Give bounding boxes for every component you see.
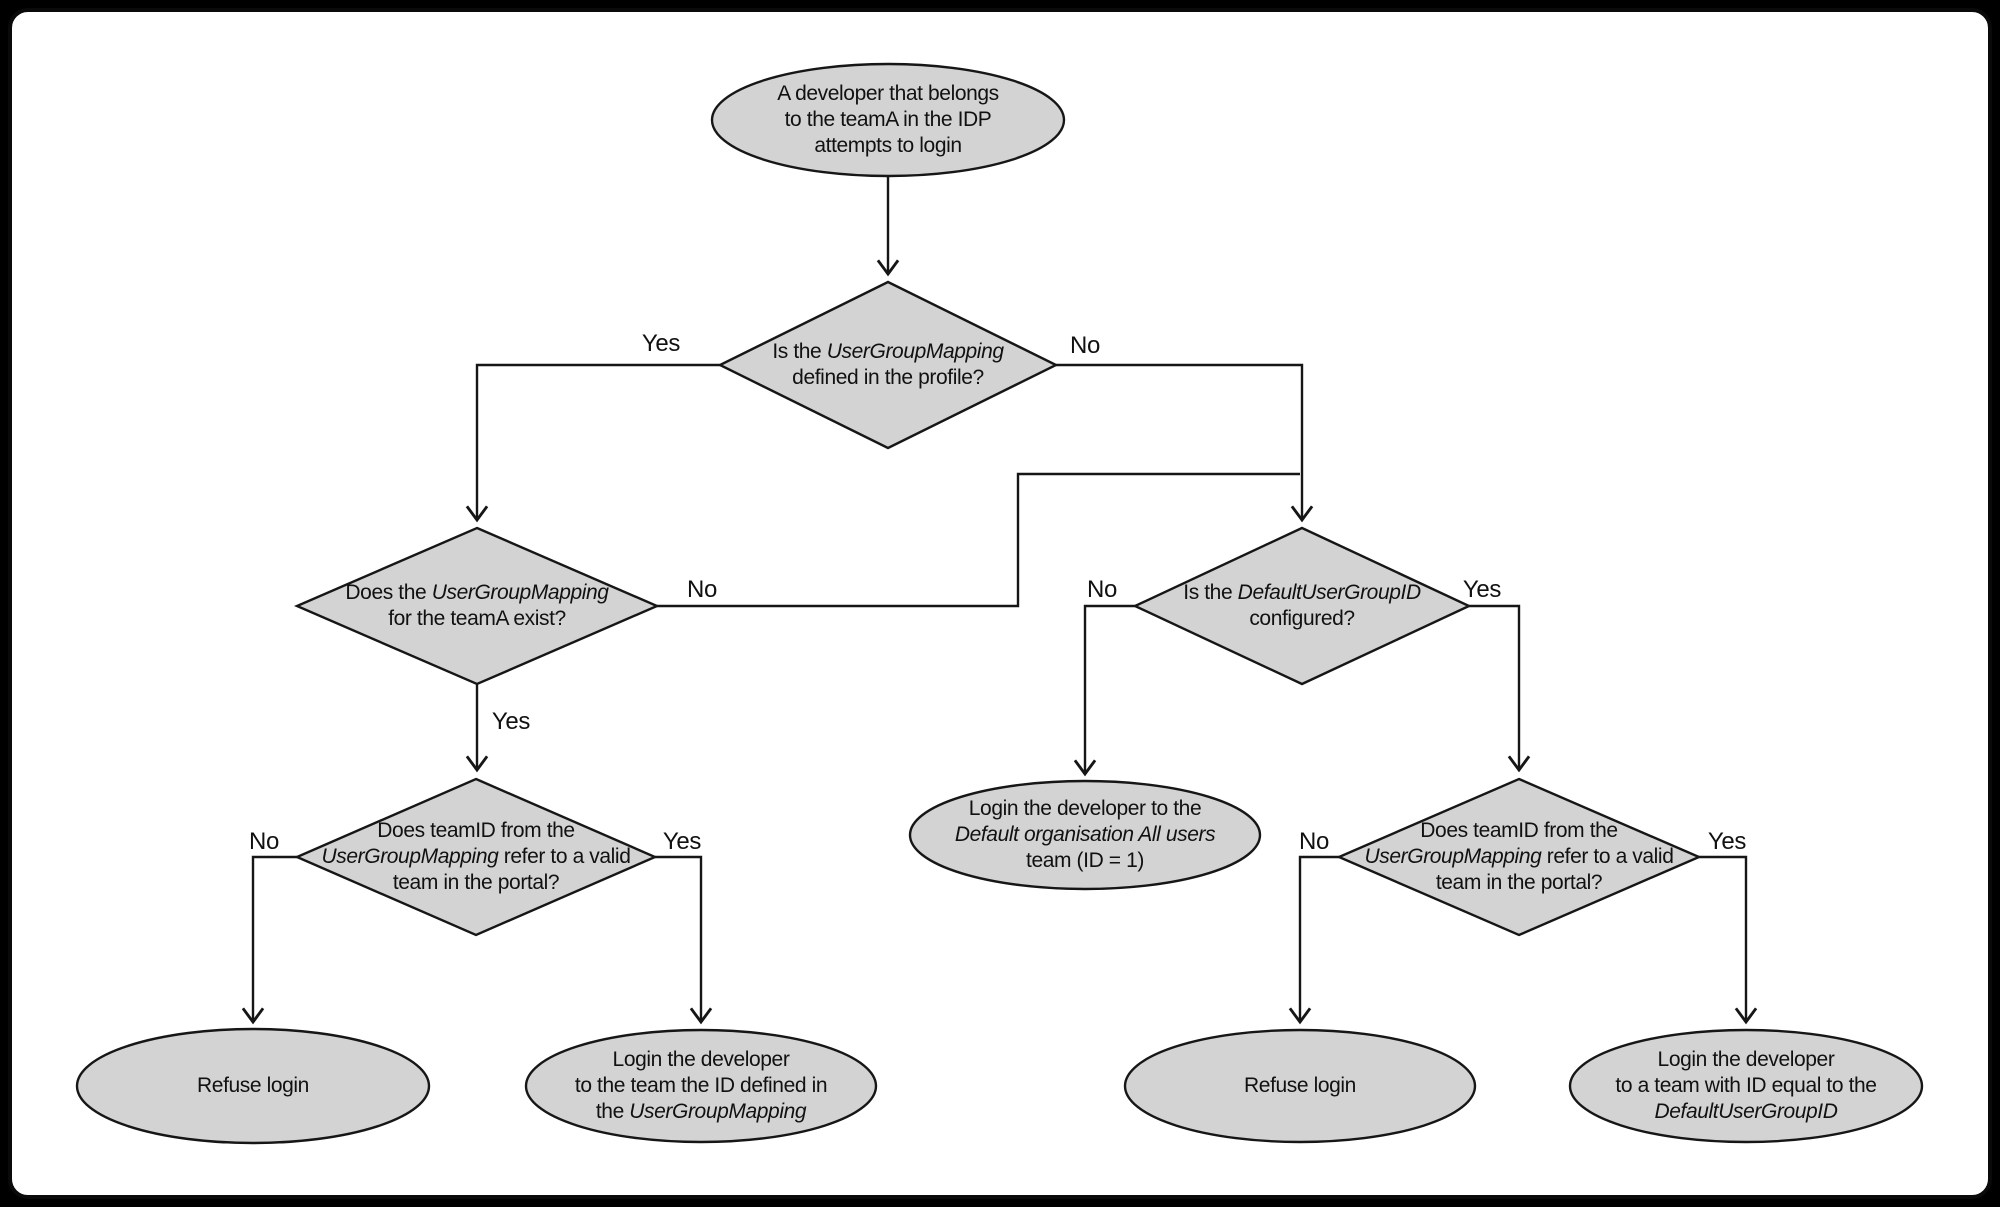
node-end-refuse-left-shape [75,1027,431,1145]
node-end-default-org-shape [908,779,1262,891]
node-end-refuse-right-label: Refuse login [1244,1074,1356,1097]
node-end-login-mapping-label: Login the developer to the team the ID d… [574,1048,828,1123]
edge-label-d2-no: No [686,576,718,603]
node-d3-label: Is the DefaultUserGroupID configured? [1183,581,1421,630]
edge-label-d1-yes: Yes [641,330,681,357]
node-end-default-org-label: Login the developer to the Default organ… [954,797,1216,872]
edge-d4-yes [655,855,713,1025]
edge-label-d4-no: No [248,828,280,855]
edge-label-d3-no: No [1086,576,1118,603]
edge-d5-yes [1699,855,1758,1025]
edge-label-d1-no: No [1069,332,1101,359]
edge-d1-no [1056,363,1314,523]
node-d2-shape [293,526,661,686]
node-end-refuse-right-shape [1123,1028,1477,1144]
node-end-refuse-left-label: Refuse login [197,1074,309,1097]
edge-label-d2-yes: Yes [491,708,531,735]
edge-d4-no [241,855,297,1025]
edge-d1-yes [465,363,720,523]
edge-label-d5-no: No [1298,828,1330,855]
node-d2-label: Does the UserGroupMapping for the teamA … [345,581,609,630]
node-end-login-mapping-shape [524,1028,878,1144]
edge-label-d5-yes: Yes [1707,828,1747,855]
edge-d2-no-merge [657,472,1300,608]
edge-label-d4-yes: Yes [662,828,702,855]
node-d5-shape [1335,777,1703,937]
edge-d3-yes [1469,604,1531,773]
node-d1-shape [717,280,1059,450]
node-d3-shape [1132,526,1472,686]
node-end-login-default-id-label: Login the developer to a team with ID eq… [1615,1048,1877,1123]
node-d5-label: Does teamID from the UserGroupMapping re… [1364,819,1674,894]
node-d1-label: Is the UserGroupMapping defined in the p… [772,340,1004,389]
edge-d3-no [1073,604,1135,777]
edge-label-d3-yes: Yes [1462,576,1502,603]
node-start-shape [710,62,1066,178]
node-d4-label: Does teamID from the UserGroupMapping re… [321,819,631,894]
node-d4-shape [293,777,659,937]
node-start-label: A developer that belongs to the teamA in… [777,82,999,157]
edge-d5-no [1288,855,1339,1025]
node-end-login-default-id-shape [1568,1028,1924,1144]
